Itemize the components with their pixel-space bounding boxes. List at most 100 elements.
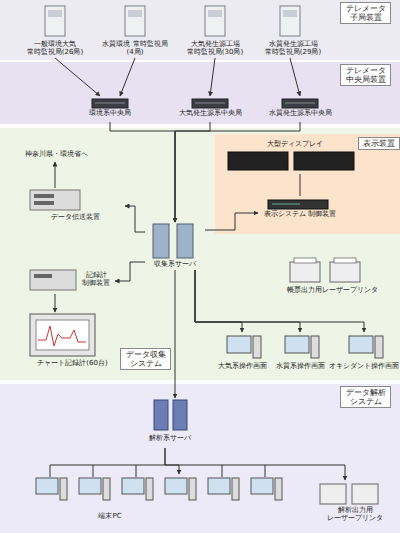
monitor-icon: [165, 478, 187, 494]
device-label: データ伝送装置: [25, 213, 125, 221]
device-box: 表示システム 制御装置: [258, 196, 342, 230]
monitor-icon: [208, 478, 230, 494]
monitor-icon: [36, 478, 58, 494]
tower-server-icon: [153, 224, 169, 258]
cabinet-panel: [128, 10, 142, 17]
pc-tower-icon: [189, 478, 196, 500]
outgoing-arrow: [55, 162, 56, 188]
connector-line: [165, 448, 179, 474]
device-box: 大気発生源工場 常時監視局(30局): [177, 4, 253, 58]
monitor-icon: [227, 336, 251, 353]
printer-paper: [334, 258, 356, 263]
connector-line: [110, 122, 175, 222]
cabinet-panel: [48, 10, 62, 17]
device-box: オキシダント操作画面: [328, 332, 400, 376]
device-label: 端末PC: [80, 512, 140, 520]
connector-line: [115, 262, 145, 281]
section-band: データ収集 システム表示装置大型ディスプレイ表示システム 制御装置データ伝送装置…: [0, 128, 400, 380]
device-label: 一般環境大気 常時監視局(26局): [20, 40, 90, 57]
connector-line: [205, 213, 258, 230]
recorder-controller-icon: [30, 270, 76, 290]
device-box: 水質系操作画面: [272, 332, 328, 376]
monitor-icon: [349, 336, 373, 353]
printer-icon: [330, 262, 360, 282]
pc-tower-icon: [60, 478, 67, 500]
pc-tower-icon: [311, 336, 319, 358]
connector-line: [175, 122, 300, 222]
rack-server-icon: [282, 99, 318, 108]
section-band: データ解析 システム解析系サーバ端末PC 解析出力用 レーザープリンタ: [0, 384, 400, 533]
connector-line: [55, 294, 56, 312]
connector-line: [125, 206, 145, 232]
connector-line: [210, 58, 215, 96]
device-box: データ伝送装置: [25, 188, 125, 224]
large-display-icon: [294, 152, 354, 170]
section-heading: 表示装置: [358, 137, 400, 150]
monitor-icon: [79, 478, 101, 494]
controller-stripe: [272, 204, 300, 205]
device-slot: [34, 201, 54, 205]
pc-tower-icon: [275, 478, 282, 500]
connector-line: [195, 270, 300, 332]
section-band: テレメータ 中央局装置環境系中央局大気発生源系中央局水質発生源系中央局: [0, 62, 400, 124]
chart-screen: [36, 320, 89, 350]
section-band: 表示装置大型ディスプレイ表示システム 制御装置: [215, 134, 400, 234]
pc-tower-icon: [375, 336, 383, 358]
device-label: 解析出力用 レーザープリンタ: [315, 506, 395, 523]
device-label: 解析系サーバ: [140, 434, 200, 442]
cabinet-icon: [45, 6, 65, 36]
device-box: 帳票出力用レーザープリンタ: [282, 258, 382, 298]
device-box: 収集系サーバ: [145, 222, 205, 270]
device-label: 収集系サーバ: [145, 260, 205, 268]
connector-line: [175, 122, 210, 222]
tower-server-icon: [154, 400, 168, 430]
device-box: 大型ディスプレイ: [225, 140, 365, 174]
chart-trace: [38, 326, 86, 346]
device-box: チャート記録計(60台): [25, 312, 120, 374]
device-label: 表示システム 制御装置: [258, 210, 342, 218]
cabinet-icon: [280, 6, 300, 36]
device-label: 帳票出力用レーザープリンタ: [282, 286, 382, 294]
connector-line: [300, 174, 301, 196]
pc-tower-icon: [146, 478, 153, 500]
device-label: 大気発生源工場 常時監視局(30局): [177, 40, 253, 57]
transmission-device-icon: [30, 190, 80, 210]
rack-server-icon: [92, 99, 128, 108]
device-label: 大気発生源系中央局: [170, 109, 250, 117]
device-label: 大型ディスプレイ: [225, 140, 365, 148]
cabinet-icon: [125, 6, 145, 36]
cabinet-icon: [205, 6, 225, 36]
device-box: 大気発生源系中央局: [170, 96, 250, 122]
connector-line: [290, 58, 300, 96]
device-label: チャート記録計(60台): [25, 359, 120, 367]
cabinet-panel: [283, 10, 297, 17]
destination-note: 神奈川県・環境省へ: [10, 150, 102, 158]
section-heading: データ解析 システム: [340, 386, 391, 408]
device-slot: [34, 274, 52, 278]
tower-server-icon: [177, 224, 193, 258]
printer-paper: [294, 258, 316, 263]
monitor-icon: [122, 478, 144, 494]
device-slot: [34, 194, 54, 198]
chart-recorder-icon: [30, 314, 95, 356]
section-heading: テレメータ 子局装置: [340, 2, 391, 24]
device-label: 環境系中央局: [70, 109, 150, 117]
device-box: 環境系中央局: [70, 96, 150, 122]
tower-server-icon: [173, 400, 187, 430]
device-box: 解析系サーバ: [140, 398, 200, 448]
pc-tower-icon: [253, 336, 261, 358]
printer-icon: [320, 484, 346, 504]
printer-icon: [290, 262, 320, 282]
device-label: 水質環境 常時監視局(4局): [100, 40, 170, 57]
device-label: 水質発生源系中央局: [260, 109, 340, 117]
rack-server-stripe: [95, 103, 125, 104]
device-box: 水質発生源系中央局: [260, 96, 340, 122]
connector-line: [120, 58, 135, 96]
device-label: 水質発生源工場 常時監視局(29局): [255, 40, 331, 57]
device-label: 大気系操作画面: [214, 362, 270, 370]
device-label: 水質系操作画面: [272, 362, 328, 370]
network-bus: [50, 465, 265, 477]
